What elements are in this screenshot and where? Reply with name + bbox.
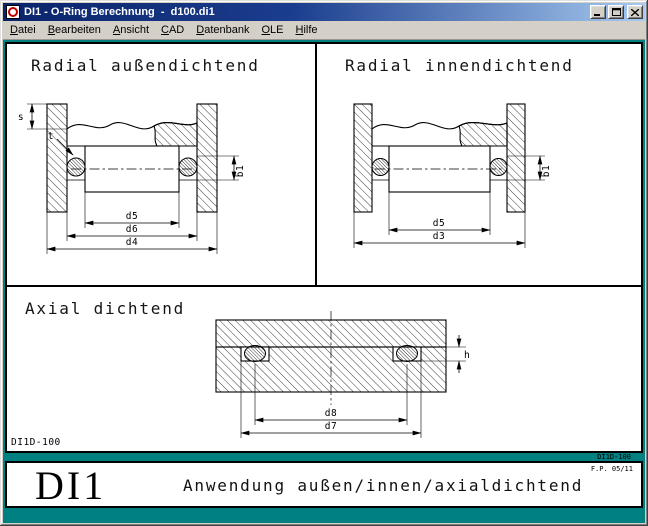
housing-right-section bbox=[196, 103, 218, 213]
o-ring-left bbox=[244, 345, 266, 362]
dim-label-d7: d7 bbox=[325, 421, 337, 432]
title-block-caption: Anwendung außen/innen/axialdichtend bbox=[183, 476, 584, 495]
drawing-number: DI1D-100 bbox=[11, 437, 61, 448]
dim-label-b1: b1 bbox=[541, 165, 552, 177]
dimension-d7: d7 bbox=[240, 421, 422, 436]
o-ring-left bbox=[66, 157, 86, 177]
menu-item-datei[interactable]: Datei bbox=[10, 24, 36, 36]
panel-radial-inner: Radial innendichtend bbox=[317, 44, 641, 285]
menu-item-bearbeiten[interactable]: Bearbeiten bbox=[47, 24, 101, 36]
dim-label-d4: d4 bbox=[126, 237, 138, 248]
dim-label-d5: d5 bbox=[126, 211, 138, 222]
title-block-ref: F.P. 05/11 bbox=[590, 465, 633, 473]
dimension-d8: d8 bbox=[254, 408, 408, 423]
panel-title-axial: Axial dichtend bbox=[25, 299, 185, 318]
logo-di1: DI1 bbox=[35, 463, 107, 508]
menu-item-ansicht[interactable]: Ansicht bbox=[112, 24, 150, 36]
axial-drawing: Axial dichtend h bbox=[11, 299, 470, 448]
dimension-h: h bbox=[421, 335, 470, 373]
dim-label-d3: d3 bbox=[433, 231, 445, 242]
menu-item-hilfe[interactable]: Hilfe bbox=[295, 24, 318, 36]
minimize-icon bbox=[594, 13, 600, 16]
close-button[interactable] bbox=[627, 5, 643, 19]
dimension-d4: d4 bbox=[46, 237, 218, 252]
minimize-button[interactable] bbox=[590, 5, 606, 19]
panel-title-radial-outer: Radial außendichtend bbox=[31, 56, 260, 75]
o-ring-right bbox=[178, 157, 198, 177]
drawing-page: Radial außendichtend bbox=[5, 42, 643, 508]
dim-label-b1: b1 bbox=[235, 165, 246, 177]
menu-item-cad[interactable]: CAD bbox=[161, 24, 185, 36]
dim-label-d5: d5 bbox=[433, 218, 445, 229]
titlebar[interactable]: DI1 - O-Ring Berechnung - d100.di1 bbox=[3, 3, 645, 21]
panel-axial: Axial dichtend h bbox=[7, 287, 641, 451]
dimension-d5: d5 bbox=[84, 211, 180, 226]
dimension-extension-lines bbox=[240, 361, 422, 438]
o-ring-left bbox=[371, 158, 390, 176]
piston-section-hatch bbox=[153, 122, 198, 147]
menu-item-datenbank[interactable]: Datenbank bbox=[196, 24, 250, 36]
radial-outer-drawing: Radial außendichtend bbox=[18, 56, 260, 254]
maximize-button[interactable] bbox=[608, 5, 624, 19]
rod-section-hatch bbox=[458, 122, 508, 147]
panel-radial-outer: Radial außendichtend bbox=[7, 44, 317, 285]
radial-inner-drawing: Radial innendichtend bbox=[345, 56, 574, 248]
dimension-d6: d6 bbox=[66, 224, 198, 239]
sub-strip: DI1D-100 bbox=[5, 453, 643, 461]
dim-label-d8: d8 bbox=[325, 408, 337, 419]
drawing-number-small: DI1D-100 bbox=[597, 453, 631, 461]
panel-title-radial-inner: Radial innendichtend bbox=[345, 56, 574, 75]
dim-label-h: h bbox=[464, 350, 470, 361]
maximize-icon bbox=[611, 8, 621, 16]
housing-left-section bbox=[353, 103, 373, 213]
housing-left-section bbox=[46, 103, 68, 213]
dim-label-s: s bbox=[18, 112, 24, 123]
app-icon[interactable] bbox=[6, 5, 20, 19]
o-ring-right bbox=[396, 345, 418, 362]
dim-label-t: t bbox=[48, 131, 54, 142]
dim-label-d6: d6 bbox=[126, 224, 138, 235]
workspace: Radial außendichtend bbox=[3, 40, 645, 523]
dimension-b1: b1 bbox=[507, 155, 552, 181]
title-block: DI1 Anwendung außen/innen/axialdichtend … bbox=[5, 461, 643, 508]
o-ring-right bbox=[489, 158, 508, 176]
menu-bar: Datei Bearbeiten Ansicht CAD Datenbank O… bbox=[3, 21, 645, 40]
dimension-s: s bbox=[18, 103, 67, 130]
window-title: DI1 - O-Ring Berechnung - d100.di1 bbox=[24, 6, 215, 18]
drawing-frame: Radial außendichtend bbox=[5, 42, 643, 453]
dimension-d5: d5 bbox=[388, 218, 491, 233]
menu-item-ole[interactable]: OLE bbox=[261, 24, 284, 36]
dimension-t: t bbox=[48, 131, 74, 156]
dimension-b1: b1 bbox=[197, 155, 246, 181]
housing-right-section bbox=[506, 103, 526, 213]
top-row: Radial außendichtend bbox=[7, 44, 641, 287]
close-icon bbox=[631, 8, 639, 16]
dimension-d3: d3 bbox=[353, 231, 526, 246]
